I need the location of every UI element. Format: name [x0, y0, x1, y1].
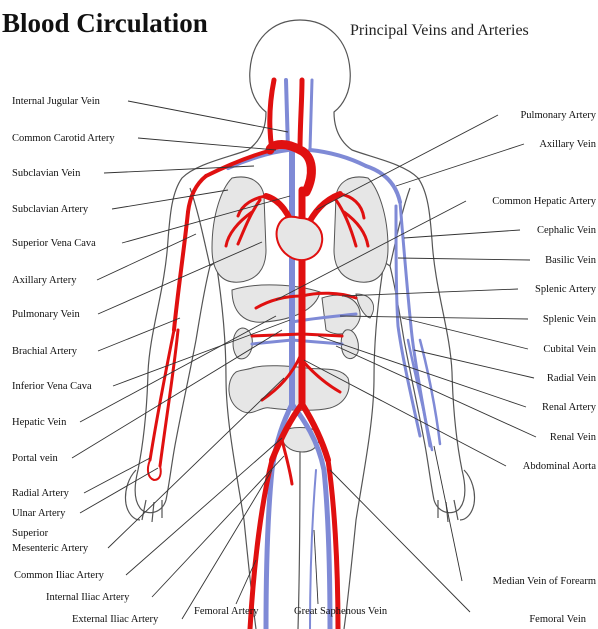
label-common-hepatic-artery: Common Hepatic Artery: [492, 196, 597, 207]
median-vein-of-forearm: [408, 340, 440, 450]
label-renal-artery: Renal Artery: [542, 402, 597, 413]
leader-basilic-vein: [398, 258, 530, 260]
right-labels: Pulmonary Artery Axillary Vein Common He…: [492, 110, 597, 625]
label-portal-vein: Portal vein: [12, 453, 59, 464]
leader-brachial-artery: [98, 318, 180, 351]
renal-vein-left: [252, 340, 292, 344]
label-axillary-artery: Axillary Artery: [12, 275, 77, 286]
label-brachial-artery: Brachial Artery: [12, 346, 78, 357]
internal-jugular-vein-2: [310, 80, 312, 150]
label-internal-jugular-vein: Internal Jugular Vein: [12, 96, 101, 107]
bottom-labels: Femoral Artery Great Saphenous Vein: [194, 606, 388, 617]
common-carotid-artery: [270, 80, 274, 150]
leader-lines: [72, 101, 536, 619]
leader-subclavian-vein: [104, 166, 254, 173]
subtitle: Principal Veins and Arteries: [350, 22, 529, 39]
leader-cephalic-vein: [404, 230, 520, 238]
label-pulmonary-vein: Pulmonary Vein: [12, 309, 81, 320]
left-labels: Internal Jugular Vein Common Carotid Art…: [12, 96, 159, 625]
label-basilic-vein: Basilic Vein: [545, 255, 597, 266]
label-superior: Superior: [12, 528, 49, 539]
leader-radial-vein: [414, 350, 534, 378]
leader-femoral-vein: [330, 470, 470, 612]
label-external-iliac-artery: External Iliac Artery: [72, 614, 159, 625]
leader-subclavian-artery: [112, 190, 228, 209]
subclavian-artery: [206, 150, 272, 176]
label-ulnar-artery: Ulnar Artery: [12, 508, 66, 519]
label-cubital-vein: Cubital Vein: [543, 344, 596, 355]
leader-radial-artery: [84, 458, 150, 493]
renal-artery-right: [302, 334, 342, 336]
internal-jugular-vein: [286, 80, 288, 150]
label-great-saphenous-vein: Great Saphenous Vein: [294, 606, 388, 617]
label-femoral-artery: Femoral Artery: [194, 606, 259, 617]
common-carotid-artery-2: [300, 80, 302, 150]
label-abdominal-aorta: Abdominal Aorta: [523, 461, 597, 472]
brachial-artery: [174, 212, 188, 330]
label-renal-vein: Renal Vein: [550, 432, 597, 443]
label-common-iliac-artery: Common Iliac Artery: [14, 570, 105, 581]
left-lung: [212, 177, 266, 282]
leader-mesenteric-artery: [108, 378, 284, 548]
label-femoral-vein: Femoral Vein: [529, 614, 586, 625]
label-internal-iliac-artery: Internal Iliac Artery: [46, 592, 130, 603]
heart: [277, 217, 323, 260]
leader-axillary-vein: [396, 144, 524, 186]
leader-great-saphenous-vein: [314, 530, 318, 604]
label-subclavian-vein: Subclavian Vein: [12, 168, 81, 179]
label-radial-vein: Radial Vein: [547, 373, 597, 384]
label-splenic-artery: Splenic Artery: [535, 284, 597, 295]
label-superior-vena-cava: Superior Vena Cava: [12, 238, 96, 249]
label-common-carotid-artery: Common Carotid Artery: [12, 133, 115, 144]
label-inferior-vena-cava: Inferior Vena Cava: [12, 381, 92, 392]
label-splenic-vein: Splenic Vein: [543, 314, 597, 325]
leader-splenic-artery: [342, 289, 518, 296]
label-mesenteric-artery: Mesenteric Artery: [12, 543, 89, 554]
arteries: [148, 80, 368, 629]
label-cephalic-vein: Cephalic Vein: [537, 225, 597, 236]
label-hepatic-vein: Hepatic Vein: [12, 417, 67, 428]
label-pulmonary-artery: Pulmonary Artery: [520, 110, 596, 121]
label-radial-artery: Radial Artery: [12, 488, 70, 499]
renal-artery-left: [252, 334, 302, 336]
leader-internal-jugular-vein: [128, 101, 288, 132]
page-title: Blood Circulation: [2, 8, 208, 38]
leader-abdominal-aorta: [304, 360, 506, 466]
label-subclavian-artery: Subclavian Artery: [12, 204, 89, 215]
liver: [232, 285, 320, 322]
right-kidney: [341, 330, 358, 359]
label-median-vein-of-forearm: Median Vein of Forearm: [493, 576, 596, 587]
label-axillary-vein: Axillary Vein: [539, 139, 596, 150]
